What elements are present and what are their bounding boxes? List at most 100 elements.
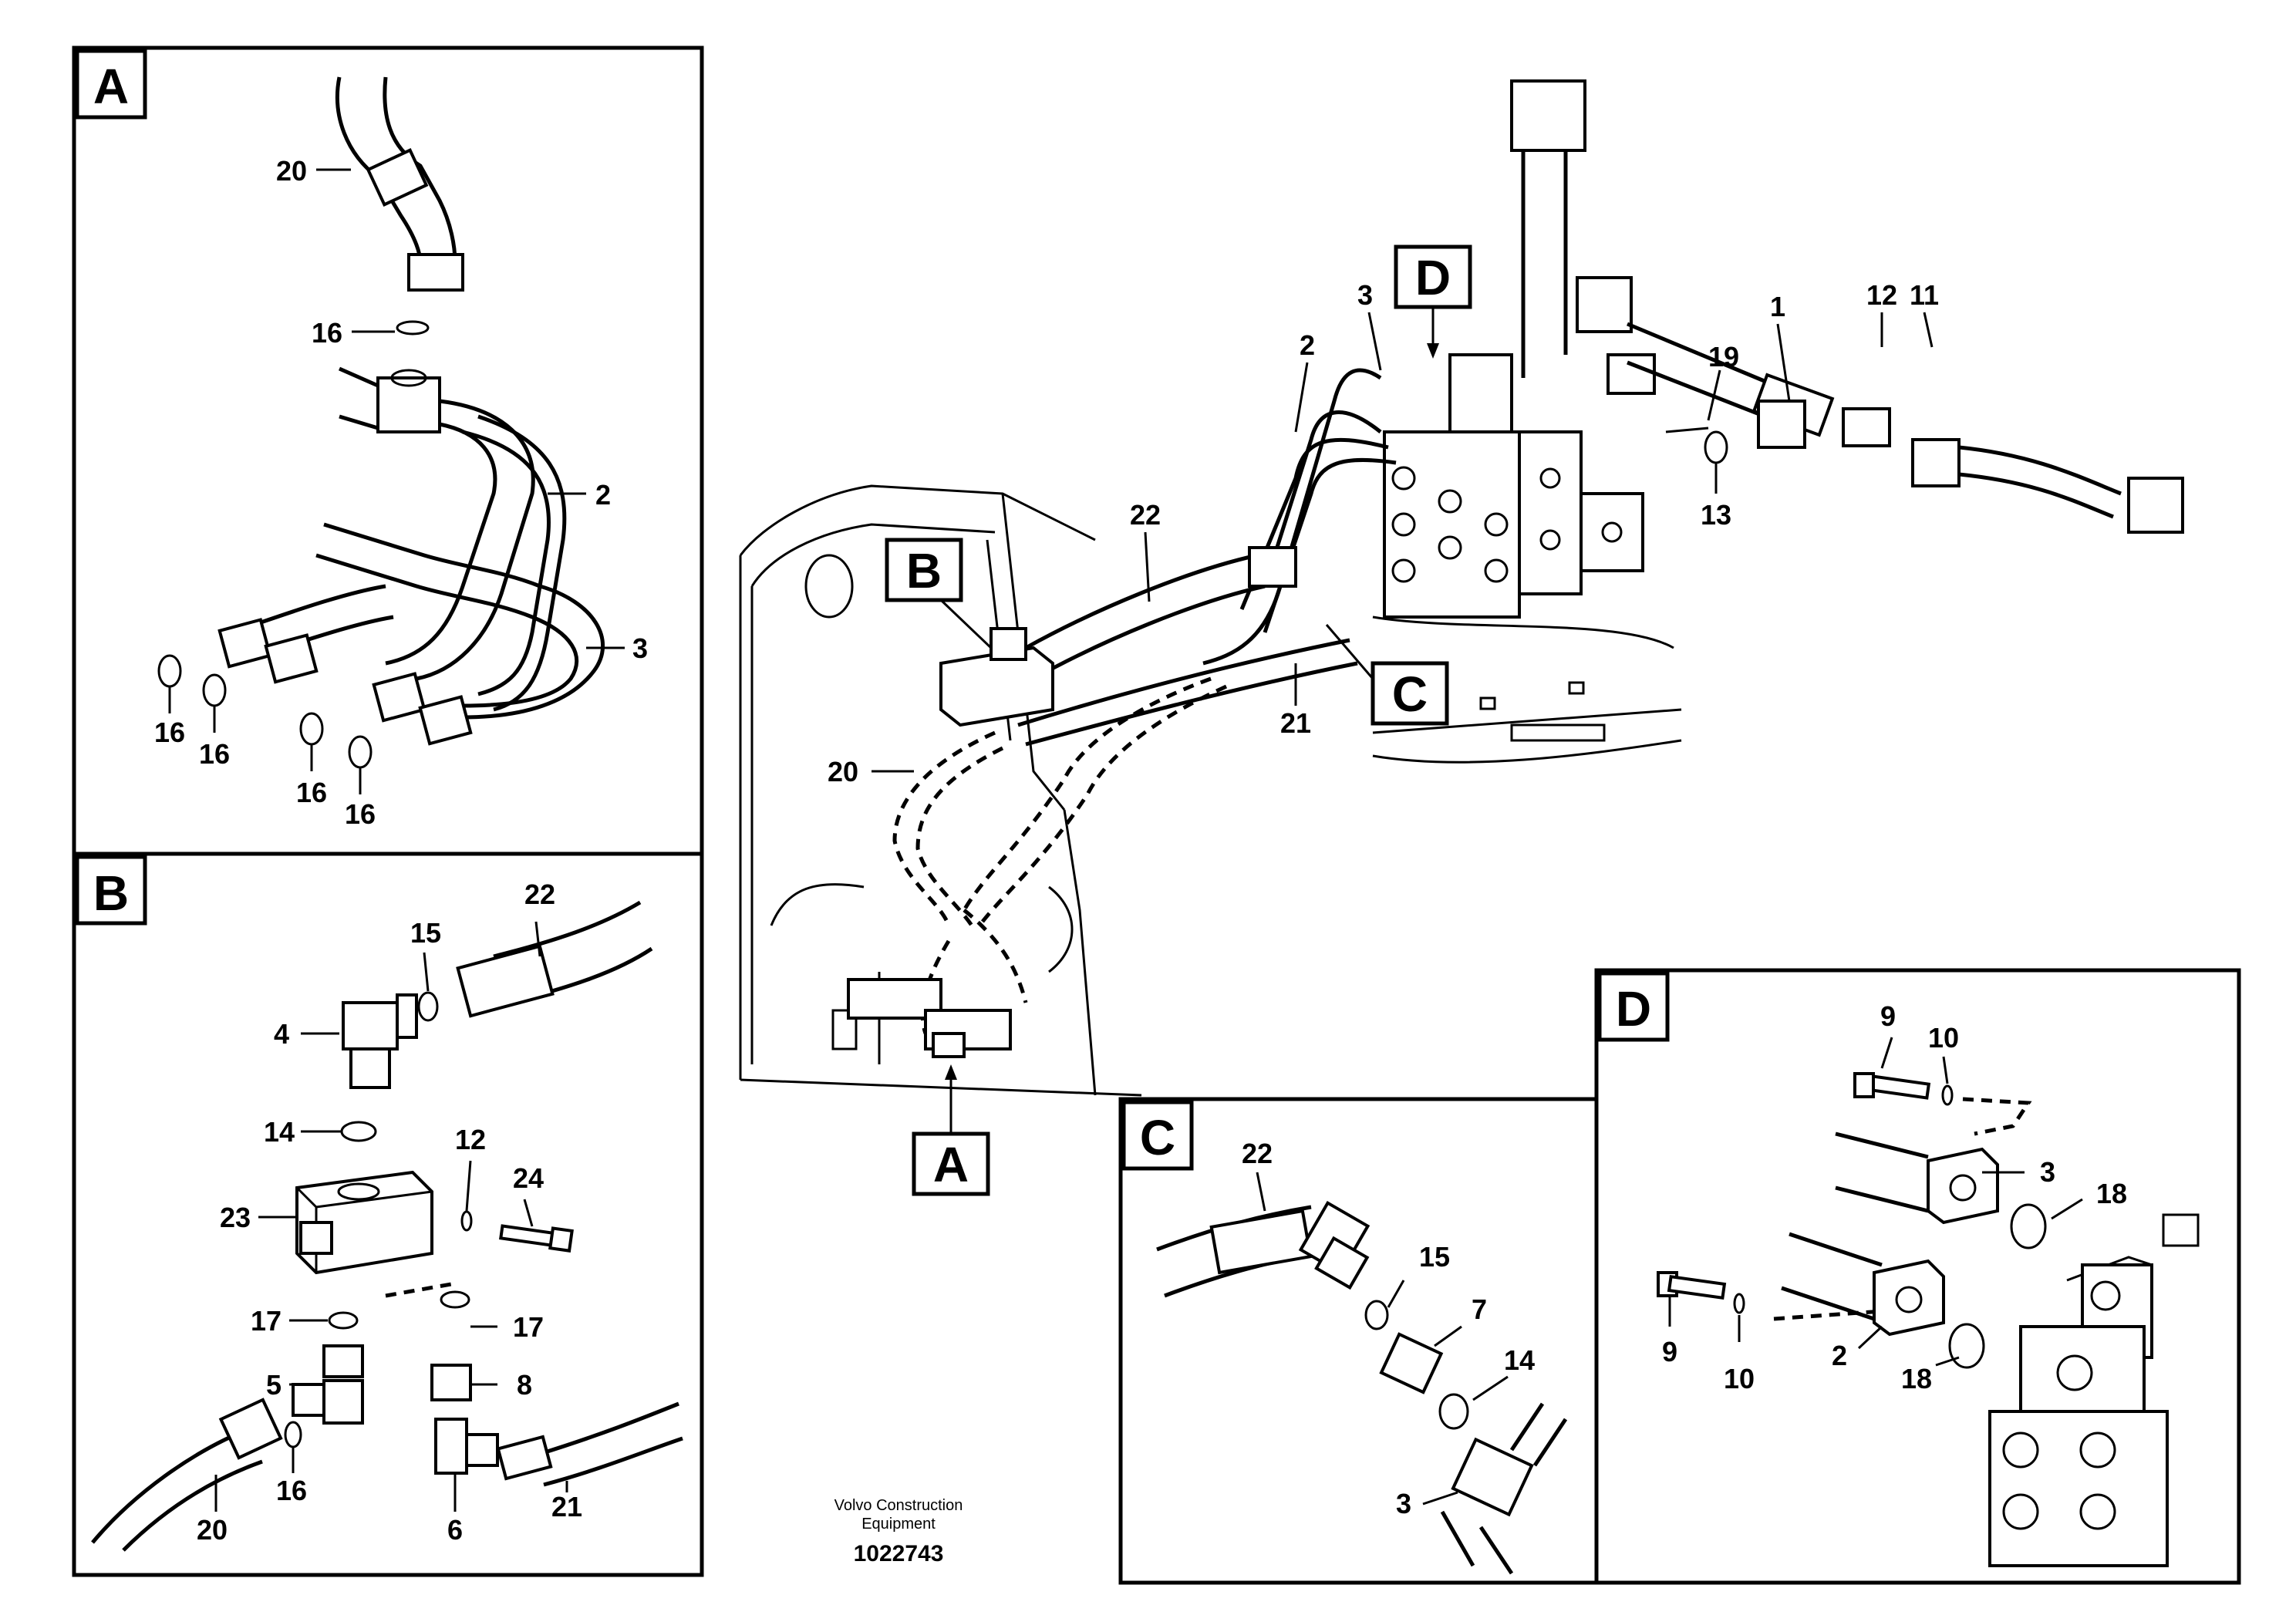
- pipe-3-c: [1440, 1402, 1568, 1575]
- callout-a-16-4: 16: [345, 798, 376, 830]
- o-ring-13-main: [1704, 430, 1728, 464]
- o-ring-18-d1: [2010, 1203, 2047, 1249]
- control-valve-assembly: [1383, 353, 1644, 619]
- dash-link-b: [385, 1282, 452, 1298]
- o-ring-17-b1: [328, 1311, 359, 1330]
- section-marker-box-b: [885, 538, 963, 602]
- callout-c-7: 7: [1472, 1293, 1487, 1325]
- hose-22-main: [1024, 546, 1297, 681]
- callout-b-20: 20: [197, 1514, 228, 1546]
- callout-main-21: 21: [1280, 707, 1311, 739]
- credit-company-line2: Equipment: [861, 1516, 936, 1533]
- callout-b-15: 15: [410, 917, 441, 949]
- valve-block-main: [939, 627, 1054, 727]
- panel-d-label-box: [1597, 971, 1670, 1042]
- hose-ends-a: [217, 584, 473, 746]
- panel-a-letter: A: [93, 59, 129, 114]
- washer-12-b: [460, 1210, 473, 1232]
- panel-b-frame: [72, 851, 704, 1577]
- callout-d-3: 3: [2040, 1156, 2055, 1188]
- o-ring-16-a1: [157, 654, 182, 688]
- callout-main-19: 19: [1708, 341, 1739, 373]
- hose-22-c: [1156, 1200, 1371, 1298]
- callout-b-24: 24: [513, 1162, 544, 1194]
- callout-d-10-2: 10: [1724, 1363, 1755, 1394]
- hose-20-b: [91, 1398, 283, 1552]
- drawing-credit: Volvo Construction Equipment 1022743: [834, 1497, 963, 1566]
- panel-d-letter: D: [1616, 981, 1651, 1037]
- fitting-7-c: [1379, 1332, 1444, 1394]
- bolt-24-b: [499, 1224, 574, 1253]
- tee-fitting-a: [338, 366, 441, 433]
- o-ring-15-c: [1364, 1300, 1389, 1330]
- detail-view-a: A: [72, 46, 704, 856]
- callout-main-3: 3: [1357, 279, 1373, 311]
- panel-d-frame: [1594, 968, 2241, 1585]
- detail-view-c: C 22 15 7 14 3: [1118, 1097, 1599, 1585]
- main-assembly-view: D B C A 3 2 1 12 11 19 13 22 21 20: [739, 79, 2184, 1196]
- hose-20-a: [335, 76, 464, 292]
- detail-view-b: B: [72, 851, 704, 1577]
- callout-d-18-2: 18: [1901, 1363, 1932, 1394]
- panel-c-letter: C: [1140, 1110, 1175, 1165]
- elbow-4-b: [342, 993, 418, 1089]
- callout-main-13: 13: [1701, 499, 1731, 531]
- pipe-2-a: [385, 399, 567, 712]
- callout-b-23: 23: [220, 1202, 251, 1233]
- callout-main-11: 11: [1910, 279, 1939, 311]
- callout-b-8: 8: [517, 1369, 532, 1401]
- section-marker-b: B: [906, 543, 942, 599]
- callout-main-22: 22: [1130, 499, 1161, 531]
- callout-b-21: 21: [551, 1491, 582, 1523]
- section-marker-c: C: [1392, 666, 1428, 722]
- callout-a-16-1: 16: [154, 717, 185, 748]
- credit-company-line1: Volvo Construction: [834, 1497, 963, 1514]
- callout-d-18-1: 18: [2096, 1178, 2127, 1209]
- fitting-8-b: [430, 1364, 472, 1401]
- callout-a-16-2: 16: [199, 738, 230, 770]
- o-ring-14-b: [340, 1121, 377, 1142]
- panel-b-label-box: [75, 855, 147, 926]
- fitting-5-b: [292, 1344, 364, 1425]
- bolt-19: [1665, 427, 1709, 433]
- detail-view-d: D: [1594, 968, 2241, 1585]
- callout-d-9-2: 9: [1662, 1336, 1677, 1367]
- o-ring-16-a4: [348, 735, 373, 769]
- section-marker-a: A: [933, 1137, 969, 1192]
- o-ring-16-a2: [202, 673, 227, 707]
- callout-d-10-1: 10: [1928, 1022, 1959, 1054]
- callout-b-6: 6: [447, 1514, 463, 1546]
- o-ring-14-c: [1438, 1393, 1469, 1430]
- dashed-hoses-main: [892, 676, 1228, 1034]
- pipe-1: [1752, 373, 2184, 534]
- panel-c-label-box: [1121, 1100, 1194, 1171]
- callout-a-2: 2: [595, 479, 611, 511]
- callout-main-2: 2: [1300, 329, 1315, 361]
- pipe-3-a: [315, 522, 605, 720]
- o-ring-17-b2: [440, 1290, 470, 1309]
- flange-2-d: [1657, 1232, 1945, 1337]
- callout-main-12: 12: [1866, 279, 1897, 311]
- callout-main-1: 1: [1770, 291, 1785, 322]
- valve-body-d: [1988, 1213, 2200, 1567]
- machine-frame: [739, 484, 1682, 1097]
- callout-a-16-3: 16: [296, 777, 327, 808]
- o-ring-16-top: [396, 320, 430, 336]
- callout-a-20: 20: [276, 155, 307, 187]
- callout-b-5: 5: [266, 1369, 282, 1401]
- callout-main-20: 20: [828, 756, 858, 787]
- hose-22-b: [456, 900, 653, 1018]
- callout-d-2: 2: [1832, 1340, 1847, 1371]
- hose-21-main: [1017, 638, 1358, 747]
- callout-a-16: 16: [312, 317, 342, 349]
- tee-6-b: [434, 1418, 499, 1475]
- callout-b-16: 16: [276, 1475, 307, 1506]
- flange-main: [1757, 400, 1806, 449]
- callout-a-3: 3: [632, 632, 648, 664]
- flange-3-d: [1835, 1072, 2032, 1225]
- callout-c-15: 15: [1419, 1241, 1450, 1273]
- panel-c-frame: [1118, 1097, 1599, 1585]
- section-marker-d: D: [1415, 250, 1451, 305]
- callout-d-9-1: 9: [1880, 1000, 1896, 1032]
